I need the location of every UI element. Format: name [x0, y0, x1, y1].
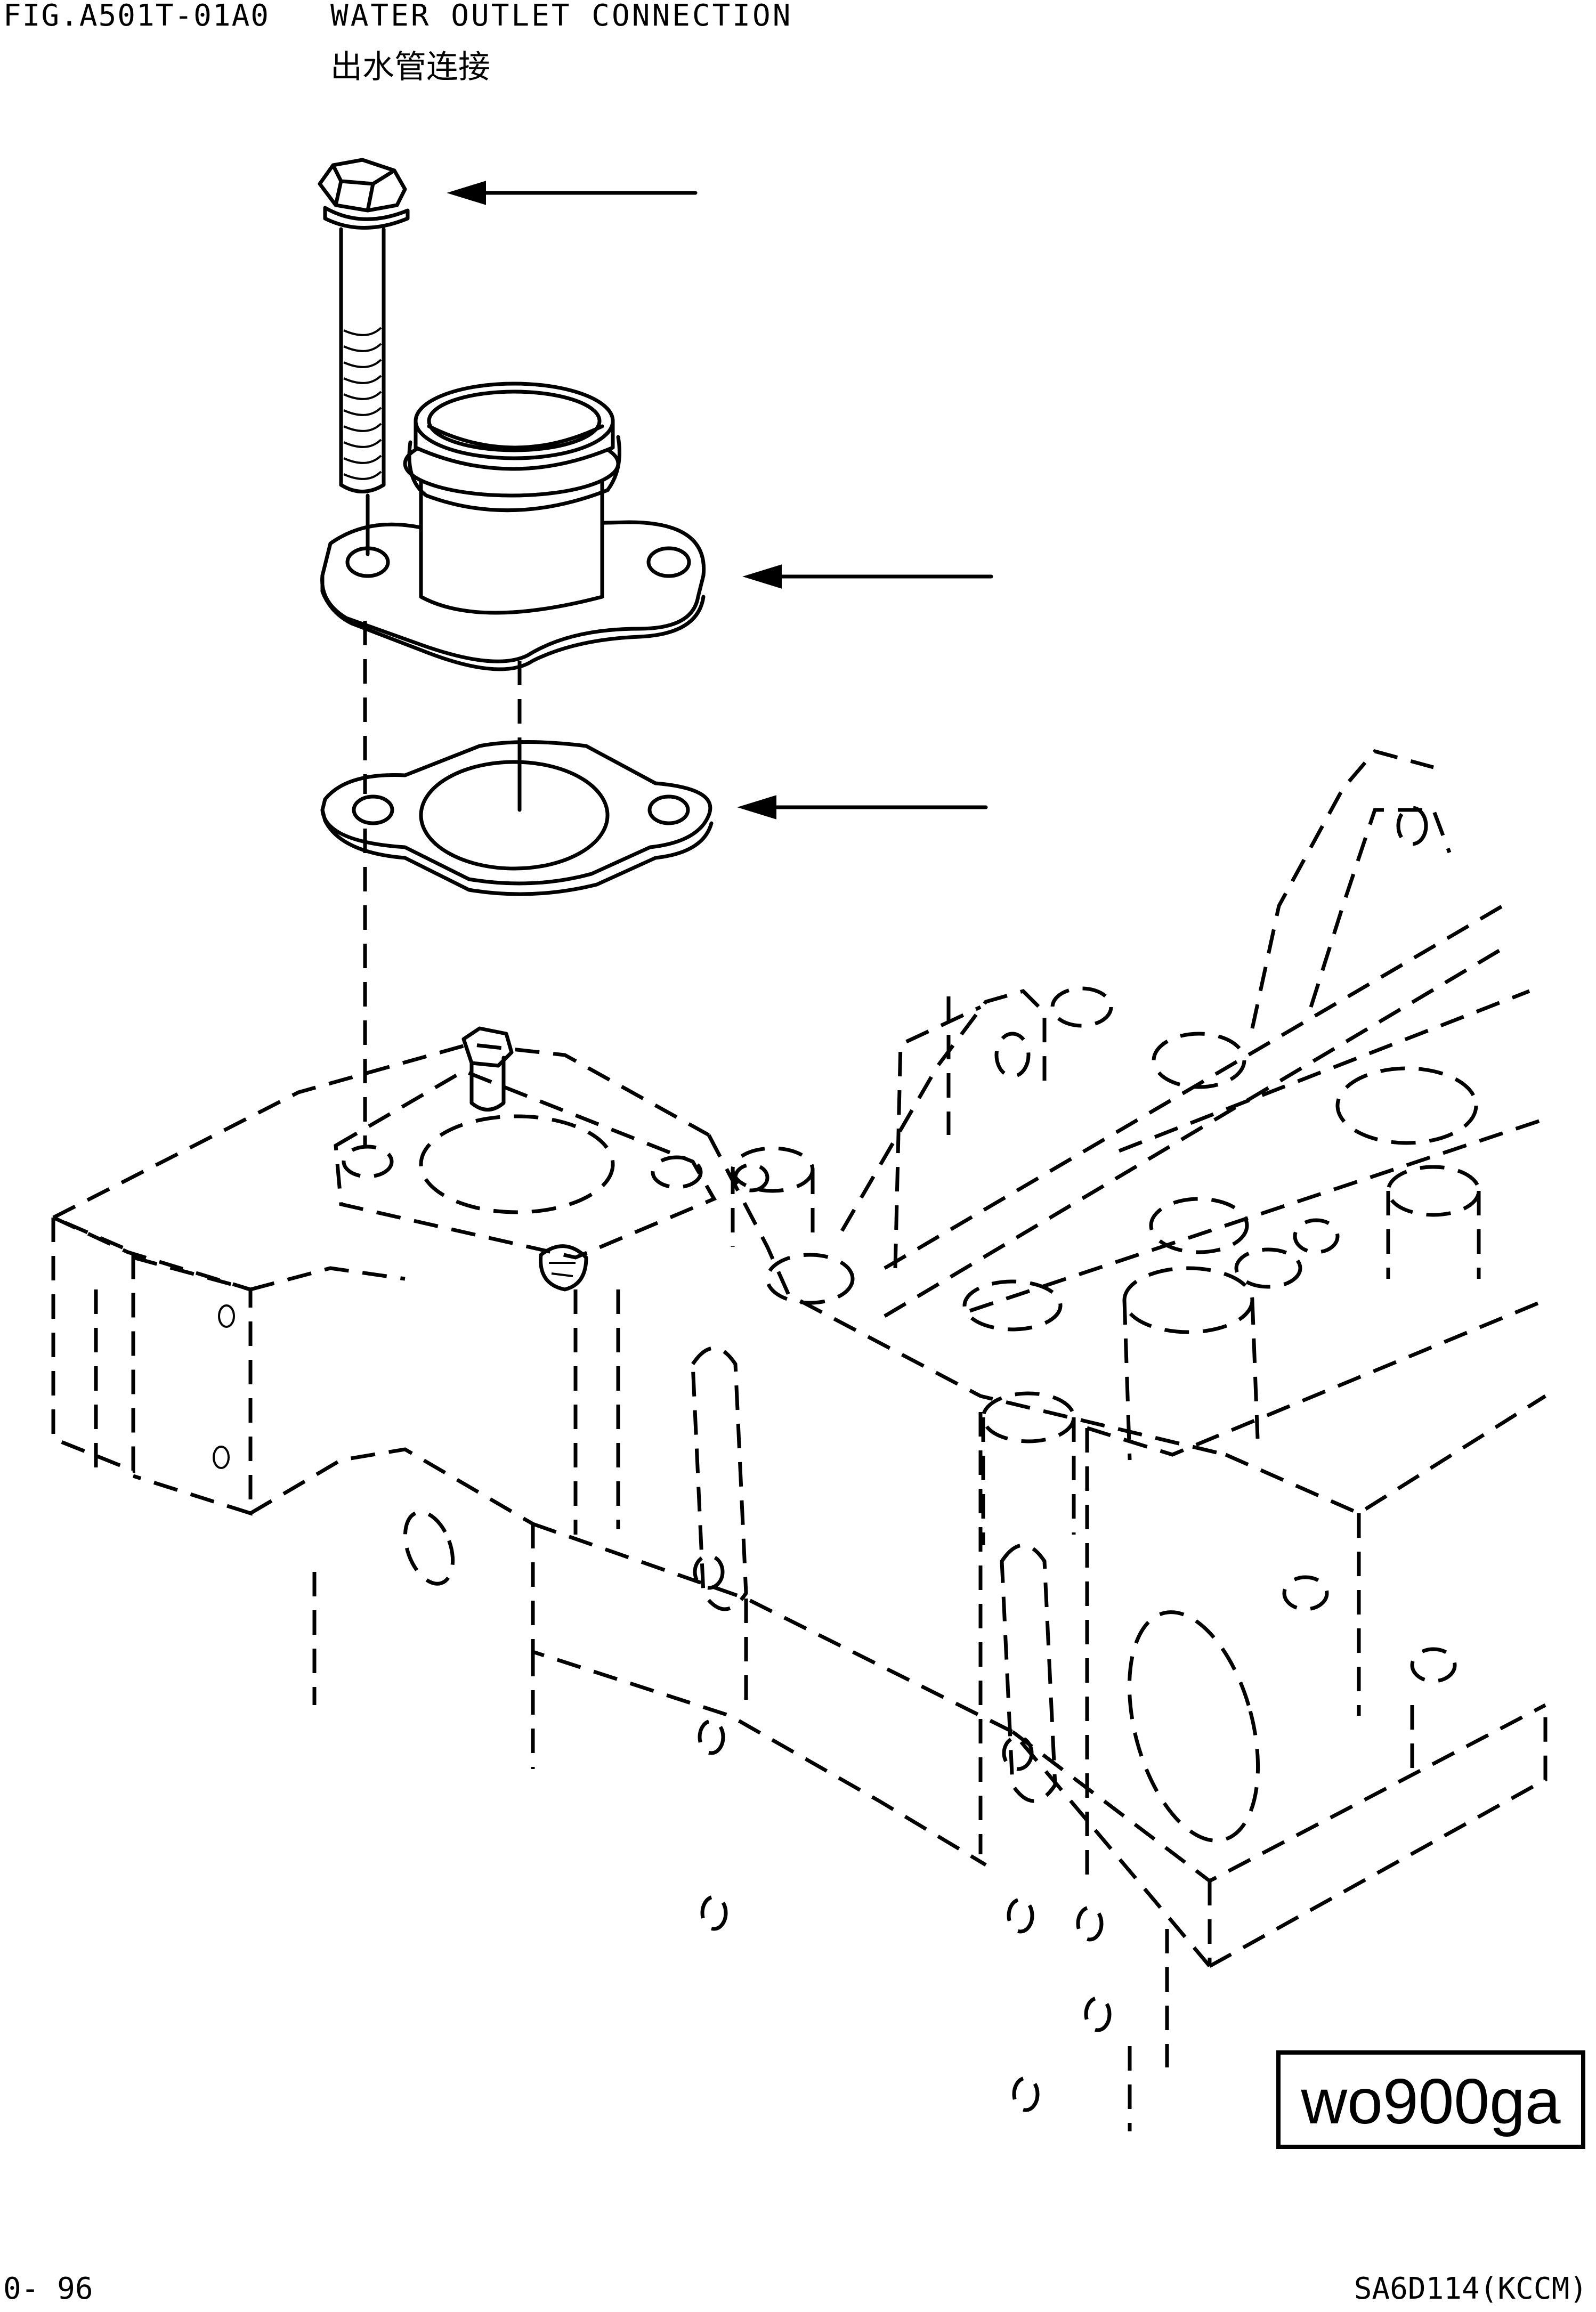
page-number: 0- 96: [3, 2272, 93, 2306]
callout-arrows: [447, 181, 993, 820]
engine-model: SA6D114(KCCM): [1354, 2272, 1587, 2306]
figure-title-chinese: 出水管连接: [330, 48, 490, 86]
diagram-code: wo900ga: [1301, 2066, 1561, 2137]
flange-bolt-icon: [318, 158, 410, 493]
water-outlet-connector-icon: [320, 382, 706, 671]
cylinder-head-block-icon: [51, 749, 1548, 2131]
alignment-lines: [363, 493, 522, 1146]
gasket-icon: [320, 740, 714, 896]
figure-title: WATER OUTLET CONNECTION: [330, 0, 793, 33]
diagram-code-box: wo900ga: [1276, 2050, 1585, 2149]
figure-number: FIG.A501T-01A0: [3, 0, 270, 33]
